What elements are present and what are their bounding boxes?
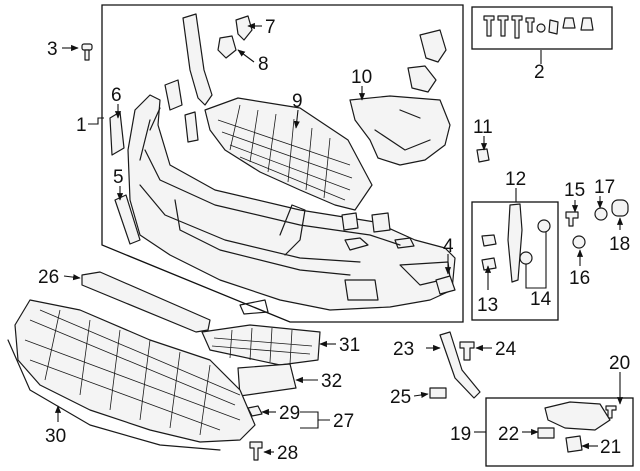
callout-9: 9 <box>292 91 303 112</box>
air-deflector <box>237 363 297 397</box>
hardware-kit-frame <box>471 6 613 50</box>
clip-11 <box>476 148 490 163</box>
clip-22 <box>537 427 555 439</box>
callout-17: 17 <box>594 177 615 198</box>
callout-18: 18 <box>609 234 630 255</box>
callout-labels: 1 2 3 4 5 6 7 8 9 10 11 12 13 14 15 16 1… <box>38 17 630 464</box>
callout-23: 23 <box>393 339 414 360</box>
callout-30: 30 <box>45 426 66 447</box>
mounting-kit-contents <box>481 203 551 283</box>
callout-25: 25 <box>390 387 411 408</box>
callout-10: 10 <box>351 67 372 88</box>
upper-bracket <box>164 13 253 143</box>
callout-24: 24 <box>495 339 517 360</box>
callout-2: 2 <box>534 62 545 83</box>
lower-bracket-23 <box>439 331 481 399</box>
main-assembly-frame <box>101 4 464 323</box>
mounting-kit-frame <box>471 201 559 321</box>
side-bracket-left <box>109 111 125 156</box>
leader-lines <box>54 22 624 456</box>
energy-absorber-bracket <box>341 29 451 233</box>
callout-20: 20 <box>609 353 630 374</box>
callout-13: 13 <box>477 295 498 316</box>
bolt-28 <box>249 441 263 461</box>
callout-27: 27 <box>333 411 354 432</box>
callout-6: 6 <box>111 85 122 106</box>
callout-29: 29 <box>279 403 300 424</box>
callout-4: 4 <box>443 236 454 257</box>
callout-3: 3 <box>47 39 58 60</box>
callout-8: 8 <box>258 54 269 75</box>
grille-assembly <box>204 97 373 211</box>
small-bracket-4 <box>435 275 456 295</box>
callout-32: 32 <box>321 371 342 392</box>
callout-21: 21 <box>600 437 621 458</box>
undertray-shield <box>7 299 256 451</box>
callout-28: 28 <box>277 443 298 464</box>
hardware-kit-contents <box>483 15 594 39</box>
bolt-3 <box>81 43 93 61</box>
fasteners-15-18 <box>565 199 629 419</box>
callout-5: 5 <box>113 167 124 188</box>
clip-21 <box>565 435 583 453</box>
callout-22: 22 <box>498 424 519 445</box>
callout-7: 7 <box>265 17 276 38</box>
trim-strip <box>81 271 211 333</box>
callout-1: 1 <box>76 115 87 136</box>
callout-11: 11 <box>473 117 493 138</box>
callout-14: 14 <box>530 289 552 310</box>
callout-26: 26 <box>38 267 59 288</box>
callout-19: 19 <box>450 424 471 445</box>
callout-31: 31 <box>339 335 360 356</box>
bumper-cover <box>127 94 456 315</box>
clip-25 <box>429 387 447 399</box>
callout-12: 12 <box>505 169 526 190</box>
bolt-24 <box>459 341 475 361</box>
callout-16: 16 <box>569 268 590 289</box>
shield-bracket <box>544 401 611 431</box>
callout-15: 15 <box>564 180 585 201</box>
